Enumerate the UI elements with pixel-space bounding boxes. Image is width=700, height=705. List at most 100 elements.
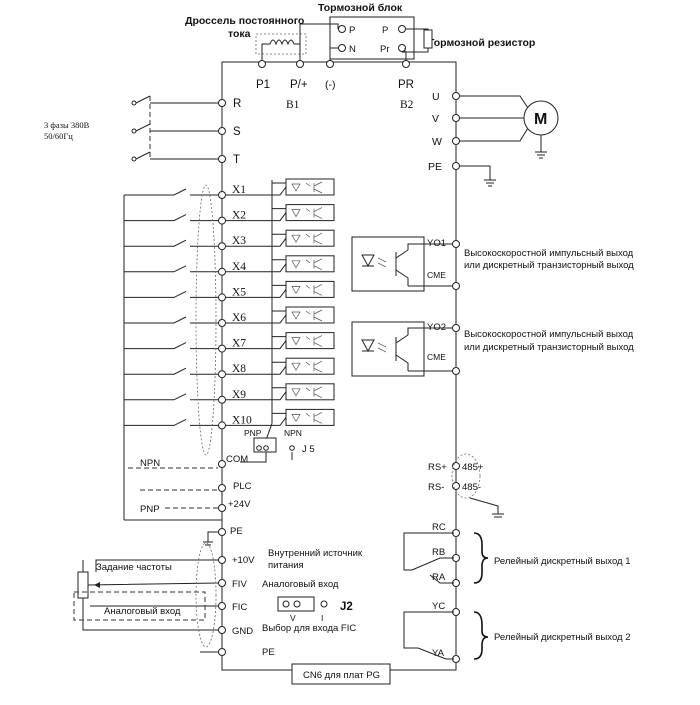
terminal-cme2: CME (427, 352, 446, 362)
terminal-yc: YC (432, 601, 445, 612)
input-switch (124, 290, 218, 298)
terminal-fic: FIC (232, 602, 247, 613)
brake-unit-box (329, 16, 415, 60)
input-label-x1: X1 (232, 184, 246, 196)
input-switch (124, 418, 218, 426)
input-terminal (218, 216, 226, 225)
yo2-desc: Высокоскоростной импульсный выход (464, 329, 634, 340)
input-terminal (218, 267, 226, 276)
relay2-label: Релейный дискретный выход 2 (494, 632, 630, 643)
terminal-minus: (-) (325, 79, 336, 91)
input-switch (124, 367, 218, 375)
input-switch (124, 342, 218, 350)
input-terminal (218, 242, 226, 251)
j2-v-label: V (290, 613, 296, 623)
terminal-gnd: GND (232, 626, 253, 637)
terminal-r: R (233, 98, 241, 110)
yo1-desc-2: или дискретный транзисторный выход (464, 260, 634, 271)
terminal-plc: PLC (233, 481, 252, 492)
motor-label: M (534, 111, 547, 128)
optocoupler (285, 204, 335, 222)
input-terminal (218, 293, 226, 302)
terminal-24v: +24V (228, 499, 251, 510)
input-switch (124, 214, 218, 222)
terminal-fiv: FIV (232, 579, 247, 590)
label-b1: B1 (286, 99, 300, 111)
optocoupler (285, 306, 335, 324)
terminal-p1: P1 (256, 79, 270, 91)
brake-resistor-label: Тормозной резистор (428, 37, 535, 49)
rs485-plus-label: 485+ (462, 462, 484, 473)
optocoupler (285, 357, 335, 375)
optocoupler (285, 255, 335, 273)
cable-shield-analog (195, 542, 217, 648)
brake-resistor (423, 29, 433, 49)
motor-ground (535, 135, 547, 159)
terminal-p-plus: P/+ (290, 79, 308, 91)
input-switch (124, 316, 218, 324)
fiv-desc: Аналоговый вход (262, 579, 339, 590)
transistor-output-2 (351, 321, 460, 377)
choke-coil (261, 39, 301, 64)
label-b2: B2 (400, 99, 414, 111)
input-label-x2: X2 (232, 210, 246, 222)
j2-desc: Выбор для входа FIC (262, 623, 356, 634)
input-switch (124, 188, 218, 196)
rs485-minus-label: 485- (462, 482, 481, 493)
terminal-pe-analog: PE (230, 526, 243, 537)
cable-shield-inputs (195, 184, 217, 456)
input-terminal (218, 319, 226, 327)
terminal-rs-minus: RS- (428, 482, 444, 493)
freq-setpoint-label: Задание частоты (96, 562, 172, 573)
terminal-u: U (432, 91, 440, 103)
optocoupler (285, 408, 335, 426)
input-label-x8: X8 (232, 363, 246, 375)
input-label-x7: X7 (232, 338, 246, 350)
optocoupler (285, 229, 335, 247)
input-label-x3: X3 (232, 235, 246, 247)
terminal-rc: RC (432, 522, 446, 533)
terminal-cme1: CME (427, 270, 446, 280)
optocoupler (285, 383, 335, 401)
brake-pin-pr: Pr (380, 44, 390, 55)
terminal-pe: PE (428, 161, 442, 173)
power-label-2: 50/60Гц (44, 131, 73, 141)
yo2-desc-2: или дискретный транзисторный выход (464, 342, 634, 353)
transistor-output-1 (351, 236, 460, 292)
input-terminal (218, 344, 226, 353)
j2-i-label: I (321, 613, 323, 623)
brake-pin-p: P (349, 25, 355, 36)
rs485-ground (469, 497, 504, 518)
input-label-x9: X9 (232, 389, 246, 401)
relay1-label: Релейный дискретный выход 1 (494, 556, 630, 567)
digital-inputs-wiring (123, 195, 222, 521)
input-terminal (218, 191, 226, 199)
terminal-pr: PR (398, 79, 414, 91)
power-breaker (131, 95, 220, 162)
input-label-x6: X6 (232, 312, 246, 324)
terminal-s: S (233, 126, 241, 138)
analog-terminals (73, 528, 226, 656)
brake-unit-label: Тормозной блок (318, 2, 403, 14)
input-label-x5: X5 (232, 286, 246, 298)
j2-selector (277, 596, 328, 612)
terminal-yo2: YO2 (427, 322, 446, 333)
input-terminal (218, 395, 226, 404)
input-switch (124, 393, 218, 401)
terminal-yo1: YO1 (427, 238, 446, 249)
optocoupler (285, 332, 335, 350)
terminal-com: COM (226, 454, 248, 465)
input-terminal (218, 370, 226, 379)
output-terminals (452, 92, 529, 187)
terminal-pe-bottom: PE (262, 647, 275, 658)
choke-label: Дроссель постоянного (185, 15, 304, 27)
j5-label: J 5 (302, 444, 315, 455)
relay-output-1 (403, 529, 489, 587)
terminal-w: W (432, 136, 442, 148)
analog-input-label: Аналоговый вход (104, 606, 181, 617)
input-switch (124, 239, 218, 247)
relay-output-2 (403, 608, 489, 663)
